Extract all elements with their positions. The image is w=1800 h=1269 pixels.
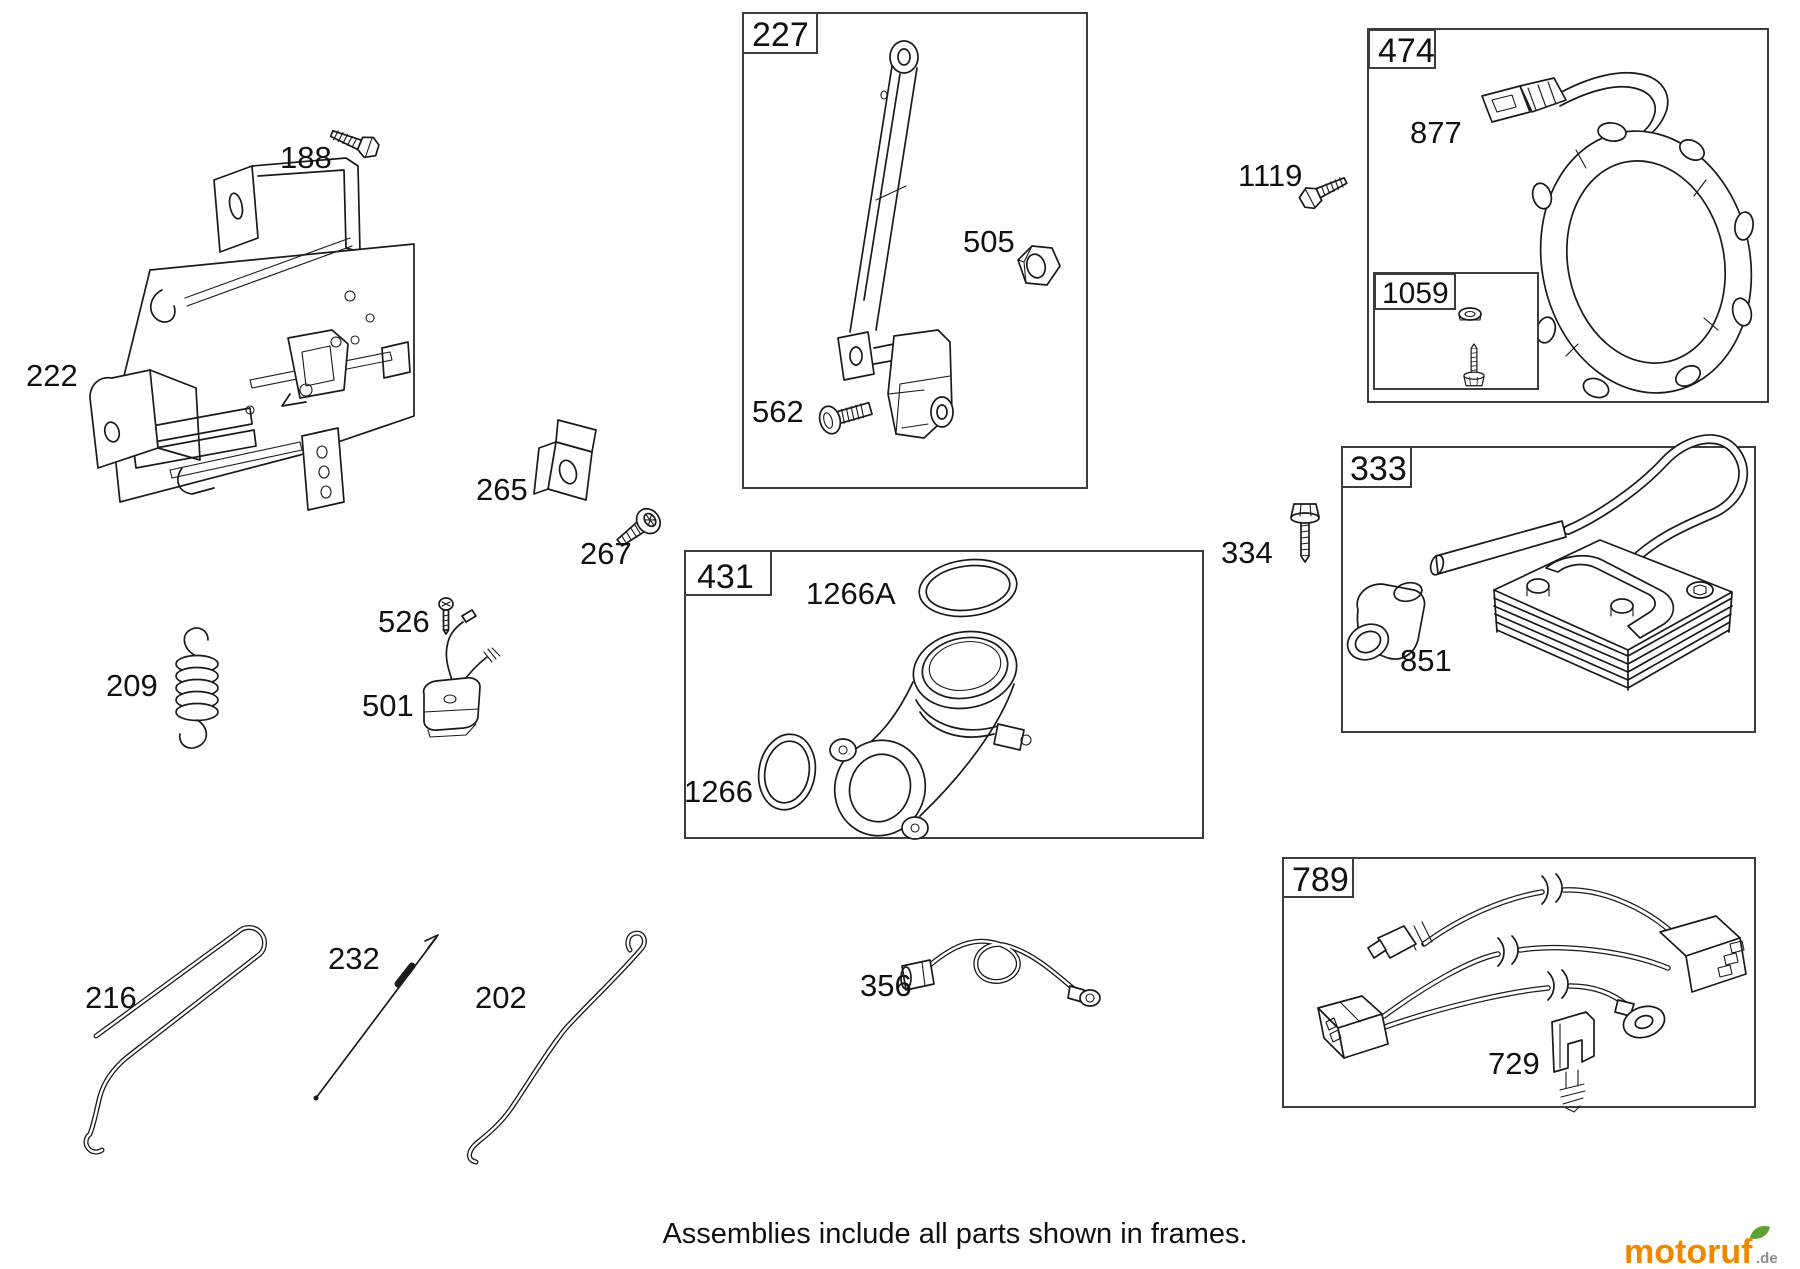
screw-526 xyxy=(438,597,454,635)
logo-leaf-icon xyxy=(1750,1226,1770,1239)
wiring-harness xyxy=(1317,873,1747,1059)
frame-431-labelbox xyxy=(684,550,772,596)
part-label-526: 526 xyxy=(378,604,430,639)
frame-1059: 1059 xyxy=(1373,272,1539,390)
clip-729 xyxy=(1551,1011,1595,1113)
frame-label-431: 431 xyxy=(697,558,754,596)
logo-tld-text[interactable]: .de xyxy=(1756,1250,1778,1267)
screw-526-group: 526 xyxy=(378,597,454,639)
wire-break-marks xyxy=(1497,873,1569,1001)
connector-877 xyxy=(1481,85,1531,123)
frame-1059-labelbox xyxy=(1374,273,1456,310)
part-label-356: 356 xyxy=(860,968,912,1003)
bolt-1119-group: 1119 xyxy=(1238,158,1352,213)
part-label-188: 188 xyxy=(280,140,332,175)
frame-431: 431 1266A 1266 xyxy=(684,550,1204,840)
bracket-222 xyxy=(89,369,159,469)
part-label-851: 851 xyxy=(1400,643,1452,678)
rod-216-group: 216 xyxy=(83,924,268,1155)
intake-elbow xyxy=(829,630,1032,840)
frame-789-labelbox xyxy=(1282,857,1354,898)
governor-lever-227 xyxy=(837,40,954,439)
logo-brand-text[interactable]: motoruf xyxy=(1624,1233,1753,1269)
stator-ring-assembly xyxy=(1481,71,1754,399)
part-label-1266A: 1266A xyxy=(806,576,896,611)
part-label-505: 505 xyxy=(963,224,1015,259)
part-label-222: 222 xyxy=(26,358,78,393)
oil-cooler-assembly xyxy=(1346,434,1749,691)
bolt-334-group: 334 xyxy=(1221,503,1320,570)
frame-label-333: 333 xyxy=(1350,450,1407,488)
part-label-729: 729 xyxy=(1488,1046,1540,1081)
ignition-module-501: 501 xyxy=(362,609,501,738)
part-label-501: 501 xyxy=(362,688,414,723)
frame-227-labelbox xyxy=(742,12,818,54)
frame-label-227: 227 xyxy=(752,16,809,54)
part-label-1266: 1266 xyxy=(684,774,753,809)
wire-356-group: 356 xyxy=(860,938,1101,1007)
bolt-1119 xyxy=(1295,170,1352,213)
part-label-232: 232 xyxy=(328,941,380,976)
part-label-1119: 1119 xyxy=(1238,158,1302,193)
screw-267-group: 267 xyxy=(580,503,666,571)
control-bracket-assembly: 188 222 xyxy=(26,121,415,511)
bullet-connector xyxy=(1377,925,1417,959)
frame-333-labelbox xyxy=(1341,446,1412,488)
ring-terminal xyxy=(1622,1005,1666,1039)
part-label-265: 265 xyxy=(476,472,528,507)
bolt-334 xyxy=(1290,503,1320,563)
nut-1059 xyxy=(1458,307,1482,321)
frame-label-1059: 1059 xyxy=(1382,277,1449,310)
frame-227: 227 562 505 xyxy=(742,12,1088,489)
screw-188 xyxy=(327,121,383,163)
tube-851 xyxy=(1435,520,1567,575)
part-label-334: 334 xyxy=(1221,535,1273,570)
o-ring-1266A xyxy=(918,558,1018,618)
cable-232-group: 232 xyxy=(313,934,439,1101)
frame-333: 333 851 xyxy=(1341,434,1756,733)
bracket-265-group: 265 xyxy=(476,419,597,507)
part-label-562: 562 xyxy=(752,394,804,429)
frame-label-789: 789 xyxy=(1292,861,1349,899)
part-label-209: 209 xyxy=(106,668,158,703)
part-label-202: 202 xyxy=(475,980,527,1015)
rod-202-group: 202 xyxy=(467,930,647,1165)
o-ring-1266 xyxy=(757,733,817,811)
frame-474-labelbox xyxy=(1368,29,1436,69)
nut-505 xyxy=(1017,245,1061,286)
part-label-877: 877 xyxy=(1410,115,1462,150)
frame-474: 474 1059 xyxy=(1367,28,1769,403)
part-label-216: 216 xyxy=(85,980,137,1015)
spring-209-group: 209 xyxy=(106,627,219,749)
frame-789: 789 729 xyxy=(1282,857,1756,1113)
part-label-267: 267 xyxy=(580,536,632,571)
site-logo[interactable]: motoruf .de xyxy=(1624,1226,1778,1269)
footer-note: Assemblies include all parts shown in fr… xyxy=(662,1218,1247,1250)
frame-label-474: 474 xyxy=(1378,32,1435,70)
